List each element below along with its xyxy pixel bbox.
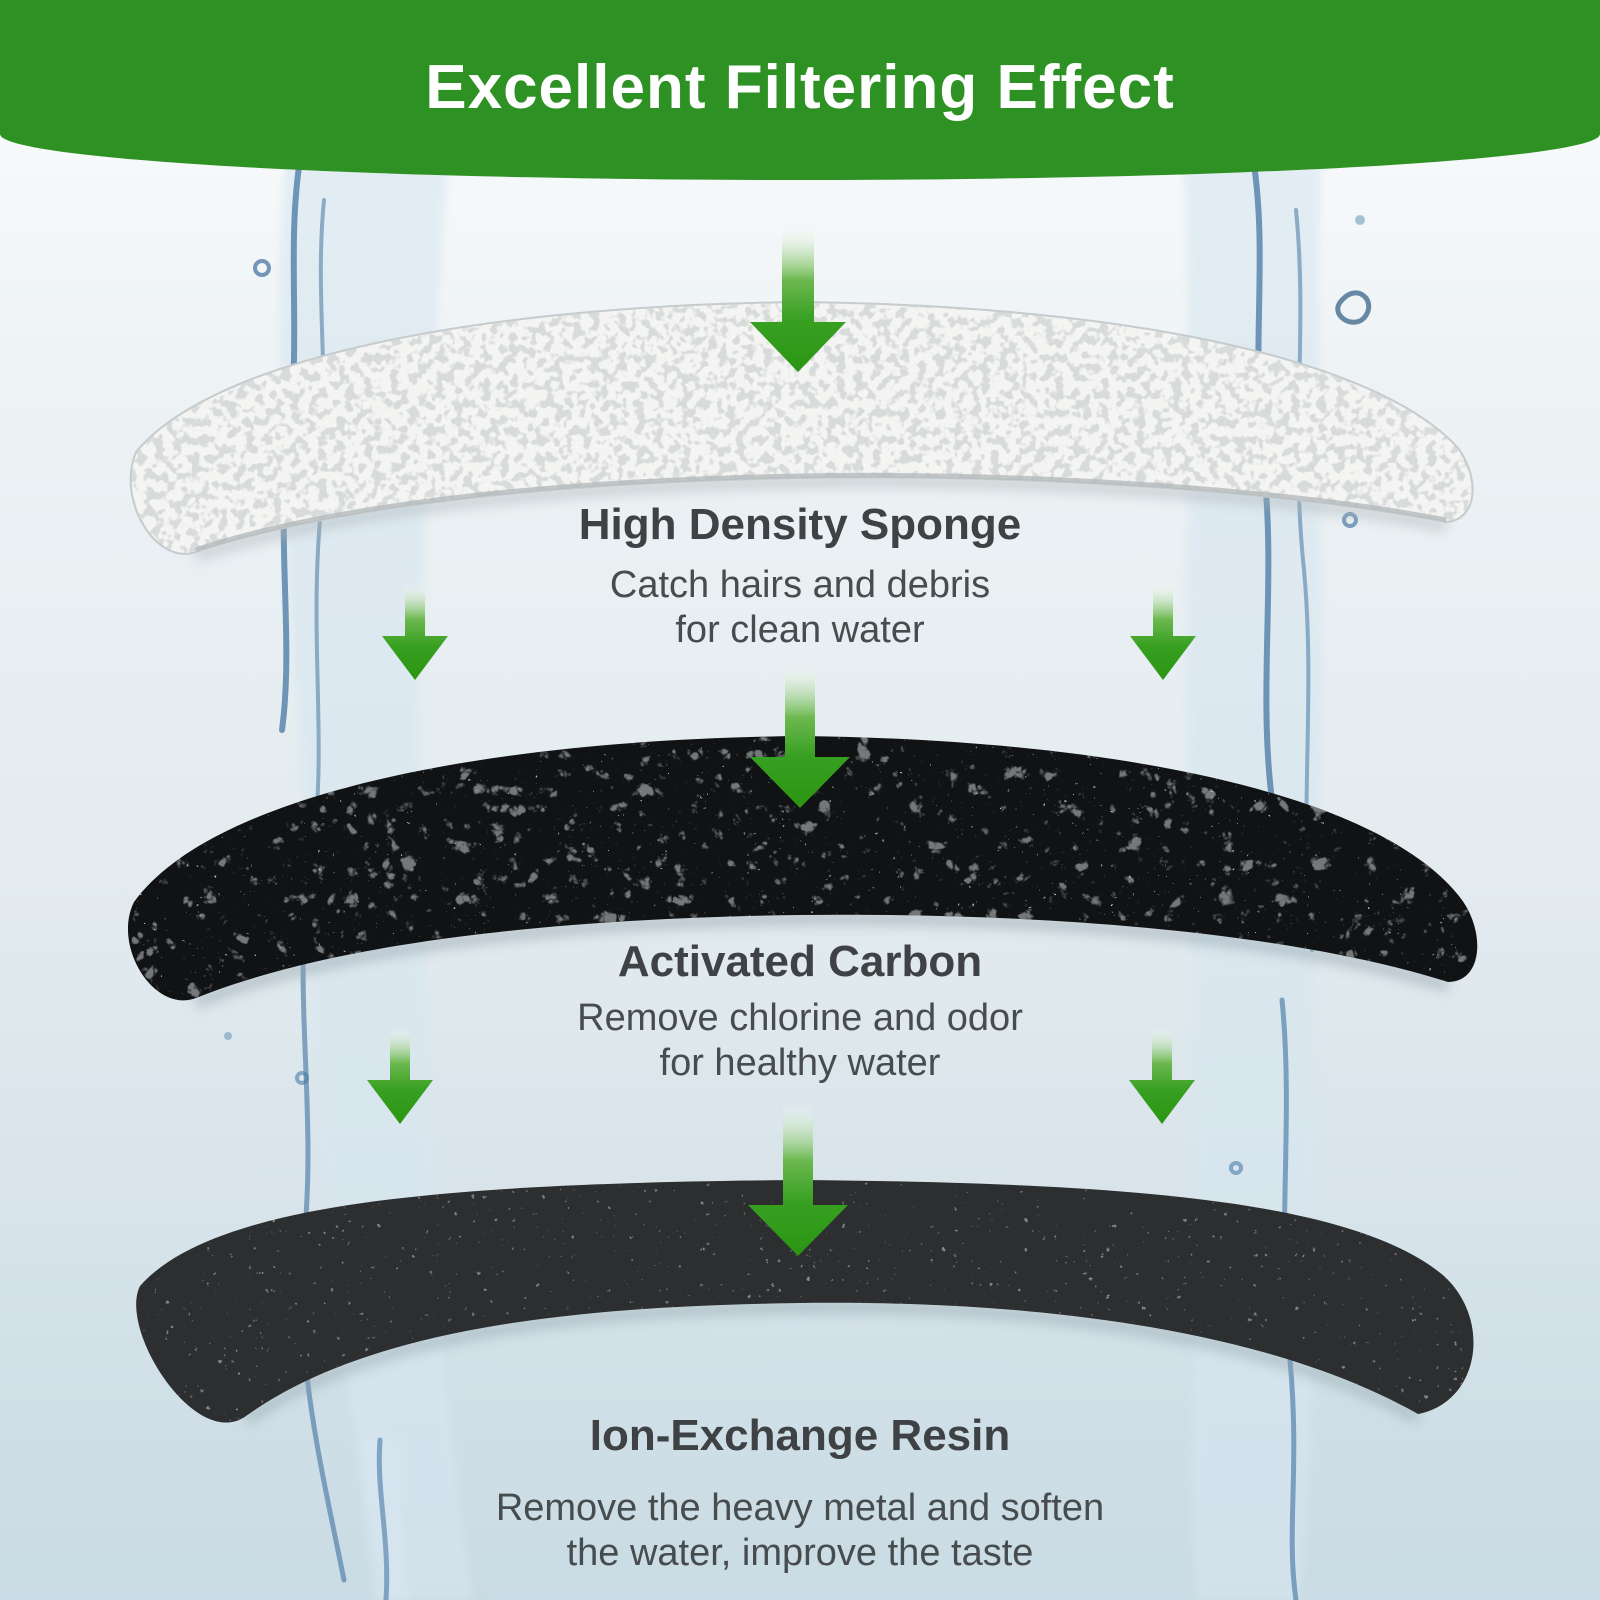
- down-arrow-icon: [750, 224, 846, 372]
- sponge-description-line1: Catch hairs and debris: [609, 564, 991, 606]
- layer-shadows: [193, 476, 1450, 1425]
- resin-description-line1: Remove the heavy metal and soften: [495, 1487, 1105, 1529]
- carbon-layer-description: Remove chlorine and odor for healthy wat…: [0, 996, 1600, 1086]
- carbon-layer-title: Activated Carbon: [617, 937, 983, 986]
- sponge-layer-title: High Density Sponge: [578, 500, 1022, 549]
- resin-layer-description: Remove the heavy metal and soften the wa…: [0, 1486, 1600, 1576]
- page-title: Excellent Filtering Effect: [425, 53, 1175, 122]
- down-arrow-icon: [367, 1026, 433, 1124]
- carbon-description-line2: for healthy water: [659, 1042, 941, 1084]
- sponge-layer-description: Catch hairs and debris for clean water: [0, 563, 1600, 653]
- resin-layer-title: Ion-Exchange Resin: [589, 1411, 1011, 1460]
- sponge-description-line2: for clean water: [675, 609, 925, 651]
- down-arrow-icon: [750, 662, 850, 808]
- header-banner: Excellent Filtering Effect: [0, 0, 1600, 180]
- carbon-description-line1: Remove chlorine and odor: [577, 997, 1023, 1039]
- down-arrow-icon: [1130, 582, 1196, 680]
- water-drip-bottom: [360, 1436, 410, 1600]
- down-arrow-icon: [382, 582, 448, 680]
- down-arrow-icon: [1129, 1026, 1195, 1124]
- down-arrow-icon: [748, 1102, 848, 1256]
- flow-arrows: [367, 224, 1196, 1256]
- resin-description-line2: the water, improve the taste: [566, 1532, 1034, 1574]
